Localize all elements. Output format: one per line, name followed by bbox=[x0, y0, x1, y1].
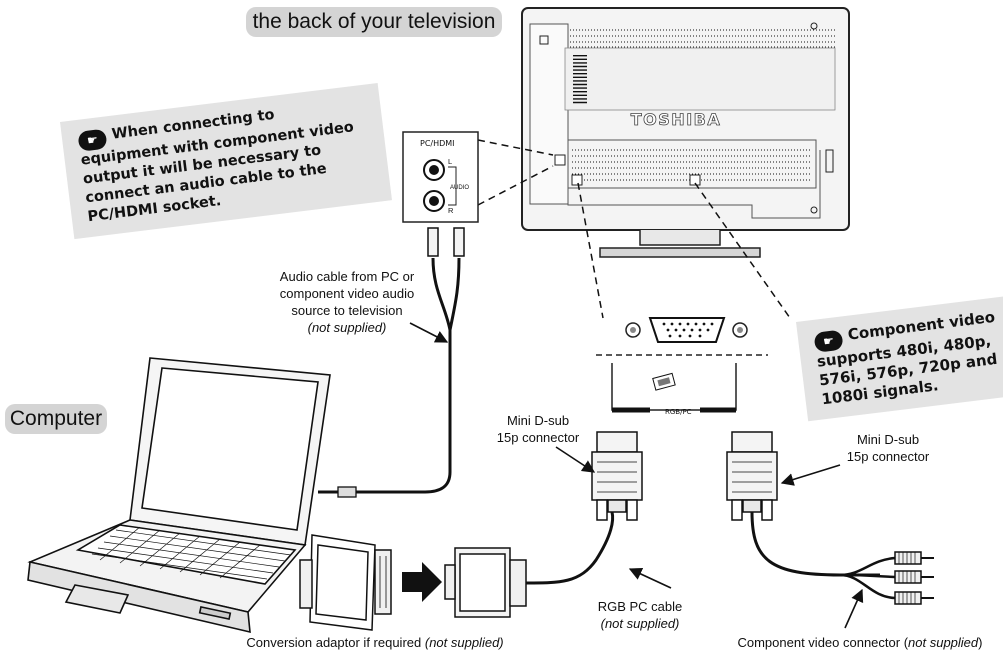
rgb-pc-vga-socket bbox=[596, 317, 768, 413]
mini-dsub-right-label: Mini D-sub 15p connector bbox=[846, 432, 930, 464]
audio-note-text: When connecting to equipment with compon… bbox=[79, 106, 355, 226]
pointing-hand-icon: ☛ bbox=[77, 128, 108, 152]
socket-title: PC/HDMI bbox=[420, 139, 455, 148]
socket-left-label: L bbox=[448, 157, 452, 166]
socket-audio-label: AUDIO bbox=[450, 185, 469, 191]
socket-right-label: R bbox=[448, 206, 454, 215]
tv-back-title: the back of your television bbox=[246, 7, 502, 37]
audio-cable bbox=[318, 227, 465, 498]
pointer-arrows bbox=[409, 322, 864, 629]
audio-cable-label: Audio cable from PC or component video a… bbox=[279, 269, 415, 335]
block-arrow bbox=[402, 562, 442, 602]
rgb-pc-cable-label: RGB PC cable (not supplied) bbox=[597, 599, 683, 631]
zoom-lines bbox=[477, 139, 791, 319]
component-video-cable bbox=[726, 431, 934, 605]
pc-hdmi-socket-panel bbox=[402, 131, 479, 223]
computer-title: Computer bbox=[5, 404, 107, 434]
mini-dsub-left-label: Mini D-sub 15p connector bbox=[496, 413, 580, 445]
conversion-adaptor-label: Conversion adaptor if required (not supp… bbox=[246, 635, 504, 650]
television-back bbox=[521, 7, 850, 258]
conversion-adaptor bbox=[299, 534, 392, 631]
component-video-connector-label: Component video connector (not supplied) bbox=[737, 635, 983, 650]
laptop-computer bbox=[27, 357, 331, 634]
rgb-pc-cable bbox=[444, 431, 643, 618]
component-note-text: Component video supports 480i, 480p, 576… bbox=[815, 307, 999, 409]
rgb-pc-label: RGB/PC bbox=[665, 408, 692, 416]
tv-brand-text: TOSHIBA bbox=[631, 110, 721, 129]
